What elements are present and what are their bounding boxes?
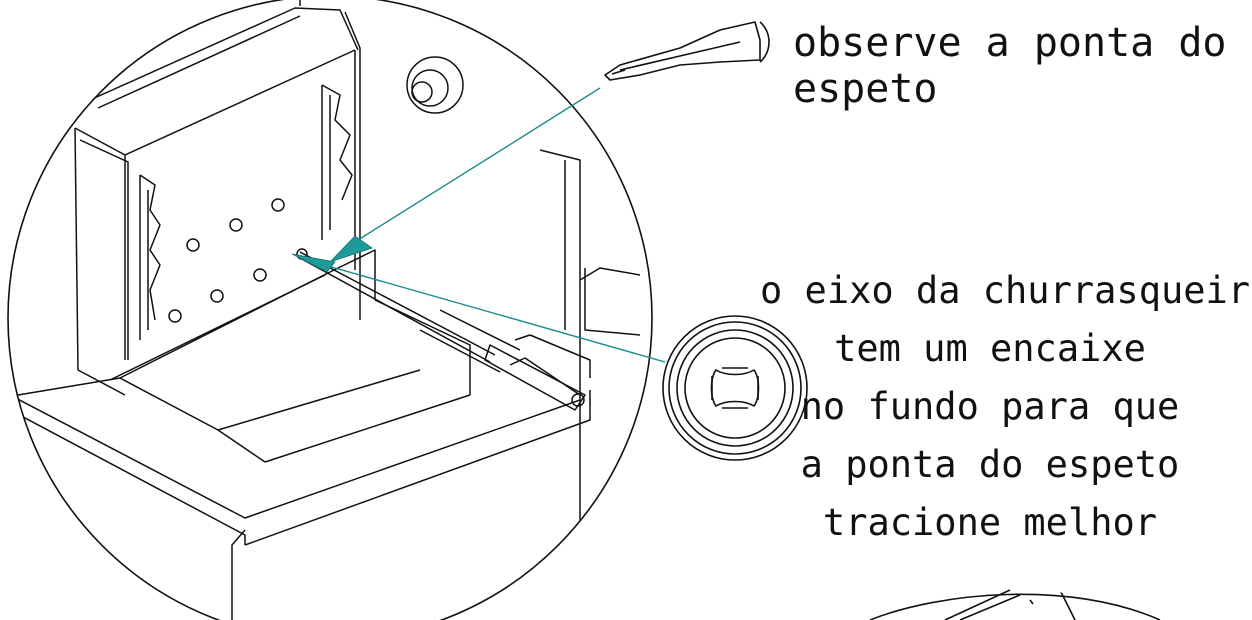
leader-line-tip	[349, 87, 601, 246]
axle-note-line-1: o eixo da churrasqueira	[760, 269, 1252, 312]
arrow-head-tip	[329, 235, 373, 263]
detail-circle	[7, 0, 653, 620]
axle-note: o eixo da churrasqueira tem um encaixe n…	[760, 262, 1252, 552]
leader-line-axle	[299, 257, 666, 363]
leader-lines	[299, 87, 666, 363]
secondary-detail-circle	[869, 589, 1161, 620]
arrow-head-axle	[291, 253, 336, 273]
skewer-tip-label: observe a ponta do espeto	[793, 20, 1227, 112]
skewer-tip-detail	[604, 21, 770, 81]
grill-drawing	[9, 0, 641, 620]
arrow-heads	[291, 235, 373, 273]
axle-note-line-5: tracione melhor	[822, 501, 1158, 544]
axle-note-line-3: no fundo para que	[800, 385, 1180, 428]
axle-socket-detail	[662, 315, 808, 461]
axle-note-line-4: a ponta do espeto	[800, 443, 1180, 486]
axle-note-line-2: tem um encaixe	[834, 327, 1146, 370]
